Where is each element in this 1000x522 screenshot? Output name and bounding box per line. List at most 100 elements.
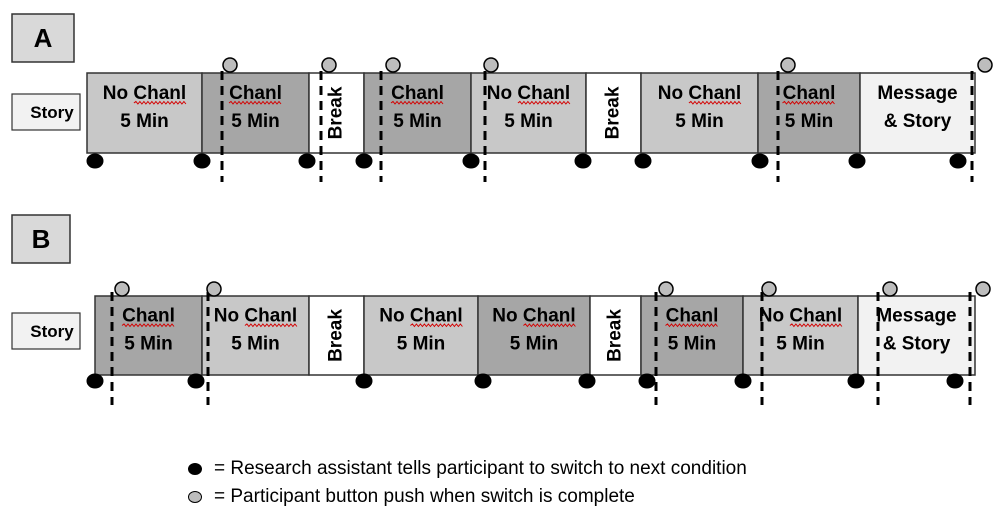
gray-dot-marker (761, 281, 777, 297)
segment-label-line-2: & Story (884, 111, 952, 132)
segment-label-line-1: Chanl (122, 306, 175, 327)
legend-gray-dot-text: = Participant button push when switch is… (214, 486, 635, 507)
segment-label-line-1: No Chanl (103, 83, 186, 104)
gray-dot-marker (658, 281, 674, 297)
segment-label-line-1: Chanl (229, 83, 282, 104)
panel-label: B (32, 224, 51, 254)
black-dot-marker (86, 373, 104, 389)
segment-label-line-2: 5 Min (120, 111, 169, 132)
segment-label-line-2: 5 Min (675, 111, 724, 132)
black-dot-marker (949, 153, 967, 169)
legend-black-dot-text: = Research assistant tells participant t… (214, 458, 747, 479)
segment-label-line-2: 5 Min (776, 334, 825, 355)
segment-label-line-2: 5 Min (124, 334, 173, 355)
segment-4: No Chanl 5 Min (363, 295, 479, 376)
segment-label-line-2: & Story (883, 334, 951, 355)
spellcheck-underline (228, 100, 282, 105)
legend-gray-dot: = Participant button push when switch is… (188, 486, 635, 508)
segment-label-line-1: No Chanl (658, 83, 741, 104)
gray-dot-marker (222, 57, 238, 73)
segment-label: Break (326, 86, 347, 139)
spellcheck-underline (688, 100, 742, 105)
black-dot-marker (187, 373, 205, 389)
segment-9: Message & Story (857, 295, 976, 376)
segment-9: Message& Story (859, 72, 976, 154)
segment-2: Chanl 5 Min (201, 72, 310, 154)
segment-label-line-1: No Chanl (492, 306, 575, 327)
black-dot-marker (86, 153, 104, 169)
black-dot-marker (946, 373, 964, 389)
segment-label-line-2: 5 Min (504, 111, 553, 132)
segment-box (589, 295, 642, 376)
segment-label-line-1: Chanl (391, 83, 444, 104)
black-dot-marker (574, 153, 592, 169)
segment-label: Break (603, 86, 624, 139)
segment-6: Break (589, 295, 642, 376)
panel-label: A (34, 23, 53, 53)
black-dot-marker (193, 153, 211, 169)
segment-label-line-1: No Chanl (759, 306, 842, 327)
segment-box (201, 295, 310, 376)
legend-black-dot: = Research assistant tells participant t… (188, 458, 747, 480)
black-dot-marker (355, 373, 373, 389)
black-dot-marker (578, 373, 596, 389)
spellcheck-underline (665, 323, 718, 328)
segment-8: No Chanl 5 Min (742, 295, 859, 376)
spellcheck-underline (782, 100, 835, 105)
segment-label-line-1: Chanl (783, 83, 836, 104)
black-dot-marker (462, 153, 480, 169)
gray-dot-icon (188, 491, 202, 503)
spellcheck-underline (410, 323, 463, 328)
black-dot-marker (847, 373, 865, 389)
spellcheck-underline (133, 100, 187, 105)
segment-5: No Chanl 5 Min (477, 295, 591, 376)
segment-label-line-1: Chanl (666, 306, 719, 327)
spellcheck-underline (121, 323, 175, 328)
segment-label-line-1: Message (876, 306, 956, 327)
story-label: Story (30, 322, 74, 341)
segment-label-line-1: No Chanl (214, 306, 297, 327)
segment-3: Break (308, 295, 365, 376)
segment-label-line-2: 5 Min (231, 111, 280, 132)
story-box (11, 93, 81, 131)
segment-3: Break (308, 72, 365, 154)
segment-label-line-2: 5 Min (231, 334, 280, 355)
gray-dot-marker (483, 57, 499, 73)
gray-dot-marker (977, 57, 993, 73)
segment-box (86, 72, 203, 154)
segment-label-line-2: 5 Min (668, 334, 717, 355)
gray-dot-marker (206, 281, 222, 297)
segment-1: No Chanl 5 Min (86, 72, 203, 154)
black-dot-marker (751, 153, 769, 169)
segment-box (363, 295, 479, 376)
gray-dot-marker (975, 281, 991, 297)
panel-label-box (11, 13, 75, 63)
segment-7: No Chanl 5 Min (640, 72, 759, 154)
black-dot-marker (638, 373, 656, 389)
spellcheck-underline (390, 100, 444, 105)
segment-2: No Chanl 5 Min (201, 295, 310, 376)
segment-label-line-2: 5 Min (393, 111, 442, 132)
gray-dot-marker (882, 281, 898, 297)
segment-box (470, 72, 587, 154)
spellcheck-underline (523, 323, 576, 328)
black-dot-marker (634, 153, 652, 169)
segment-label-line-2: 5 Min (397, 334, 446, 355)
segment-box (640, 72, 759, 154)
segment-box (859, 72, 976, 154)
black-dot-marker (355, 153, 373, 169)
black-dot-marker (734, 373, 752, 389)
gray-dot-marker (780, 57, 796, 73)
black-dot-marker (298, 153, 316, 169)
story-box (11, 312, 81, 350)
segment-label-line-2: 5 Min (510, 334, 559, 355)
spellcheck-underline (517, 100, 571, 105)
segment-label-line-1: No Chanl (379, 306, 462, 327)
gray-dot-marker (321, 57, 337, 73)
gray-dot-marker (385, 57, 401, 73)
black-dot-marker (848, 153, 866, 169)
